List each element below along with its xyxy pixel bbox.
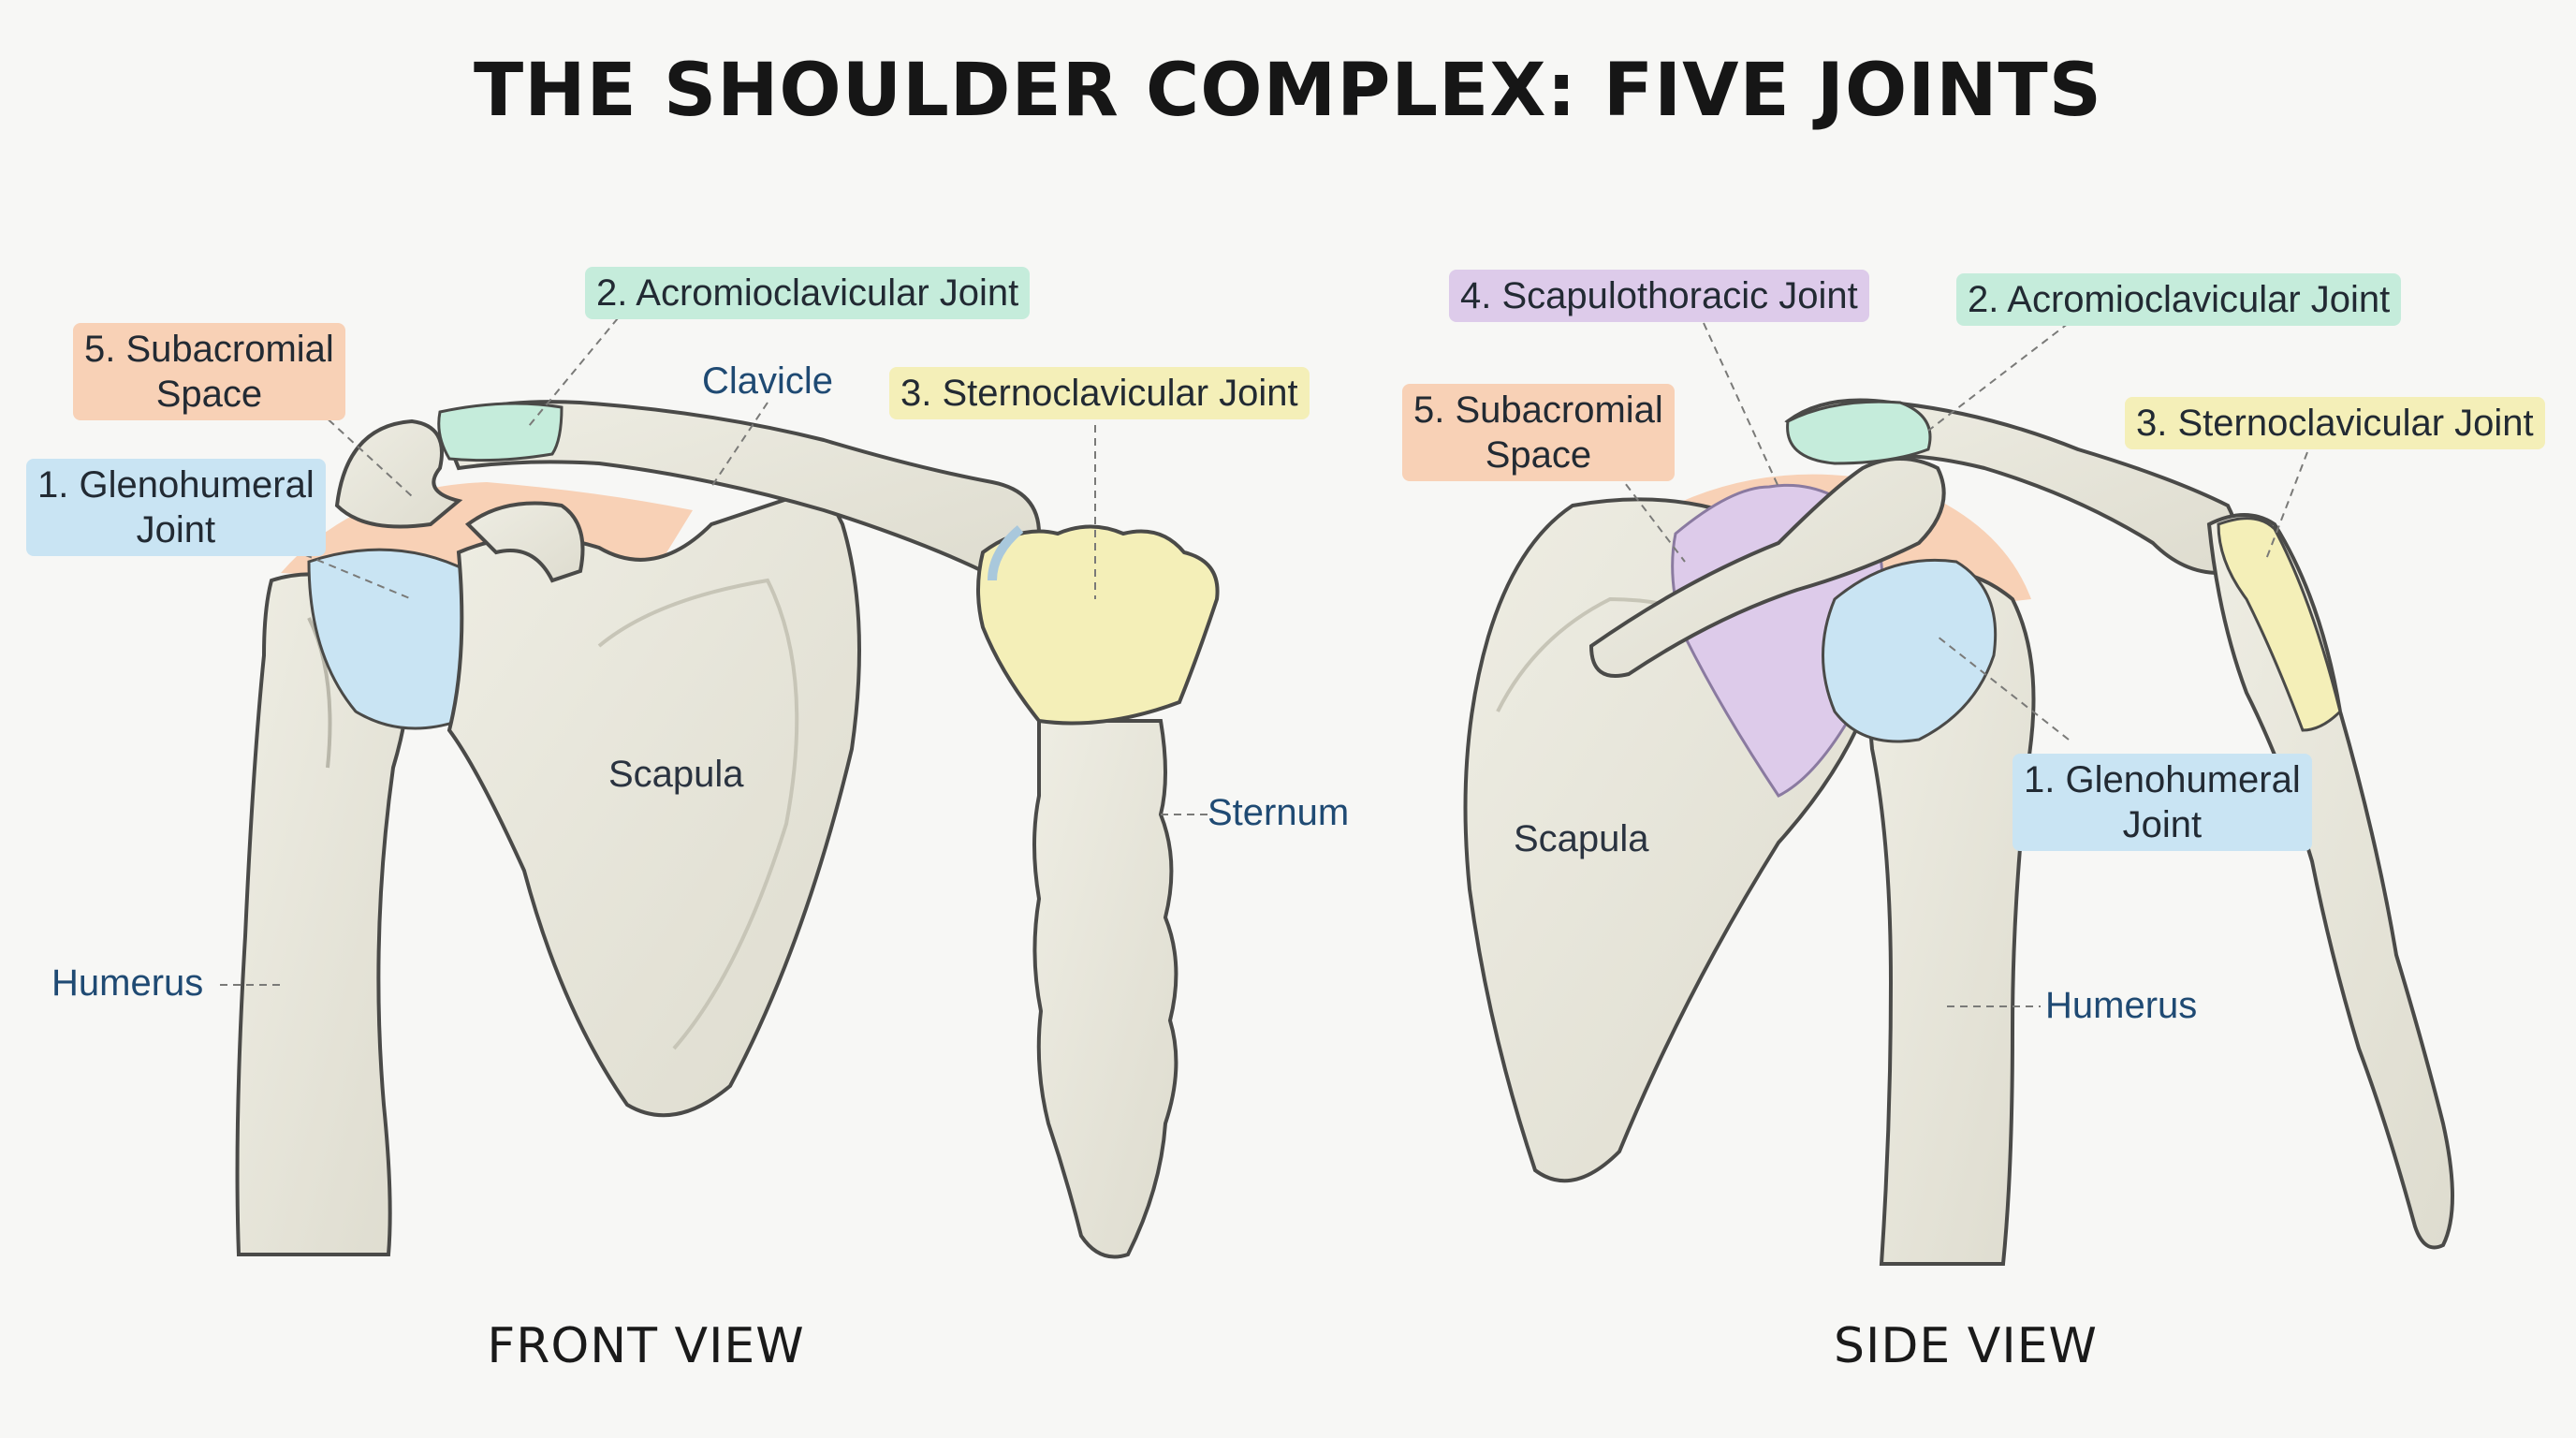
front-label-clavicle: Clavicle: [702, 360, 834, 402]
diagram-title: THE SHOULDER COMPLEX: FIVE JOINTS: [474, 49, 2102, 133]
front-label-humerus: Humerus: [51, 962, 204, 1004]
front-label-glenohumeral: 1. Glenohumeral Joint: [26, 459, 326, 556]
side-label-scapulothoracic: 4. Scapulothoracic Joint: [1449, 270, 1869, 322]
front-label-sternum: Sternum: [1208, 792, 1350, 833]
front-coracoid-process: [464, 501, 585, 583]
side-label-acromioclavicular: 2. Acromioclavicular Joint: [1956, 273, 2402, 326]
side-sternoclavicular-joint: [2217, 517, 2342, 732]
side-acromion: [1588, 457, 1946, 678]
front-label-acromioclavicular: 2. Acromioclavicular Joint: [585, 267, 1031, 319]
side-label-glenohumeral: 1. Glenohumeral Joint: [2012, 754, 2312, 851]
front-scapula-bone: [446, 484, 861, 1118]
side-label-subacromial: 5. Subacromial Space: [1402, 384, 1675, 481]
side-acromioclavicular-joint: [1786, 400, 1932, 465]
side-humerus-bone: [1866, 567, 2036, 1266]
front-sternoclavicular-joint: [976, 524, 1220, 726]
front-sc-articulation: [988, 525, 1024, 581]
front-view-illustration: [219, 317, 1220, 1259]
side-view-caption: SIDE VIEW: [1834, 1318, 2098, 1374]
side-label-sternoclavicular: 3. Sternoclavicular Joint: [2125, 397, 2545, 449]
front-label-sternoclavicular: 3. Sternoclavicular Joint: [889, 367, 1310, 419]
side-leader-lines: [1609, 322, 2313, 1007]
front-scapula-shading: [597, 578, 799, 1050]
side-label-humerus: Humerus: [2045, 985, 2198, 1026]
side-view-illustration: [1463, 322, 2454, 1266]
front-label-subacromial: 5. Subacromial Space: [73, 323, 345, 420]
side-sternum-bone: [2206, 513, 2454, 1250]
front-leader-lines: [219, 317, 1208, 986]
front-humerus-shading: [307, 617, 332, 769]
front-acromion: [334, 418, 463, 529]
side-glenohumeral-joint: [1822, 558, 1998, 743]
front-acromioclavicular-joint: [437, 402, 564, 462]
side-label-scapula: Scapula: [1514, 818, 1649, 859]
front-label-scapula: Scapula: [608, 754, 744, 795]
front-sternum-bone: [1032, 719, 1178, 1259]
front-view-caption: FRONT VIEW: [487, 1318, 805, 1374]
